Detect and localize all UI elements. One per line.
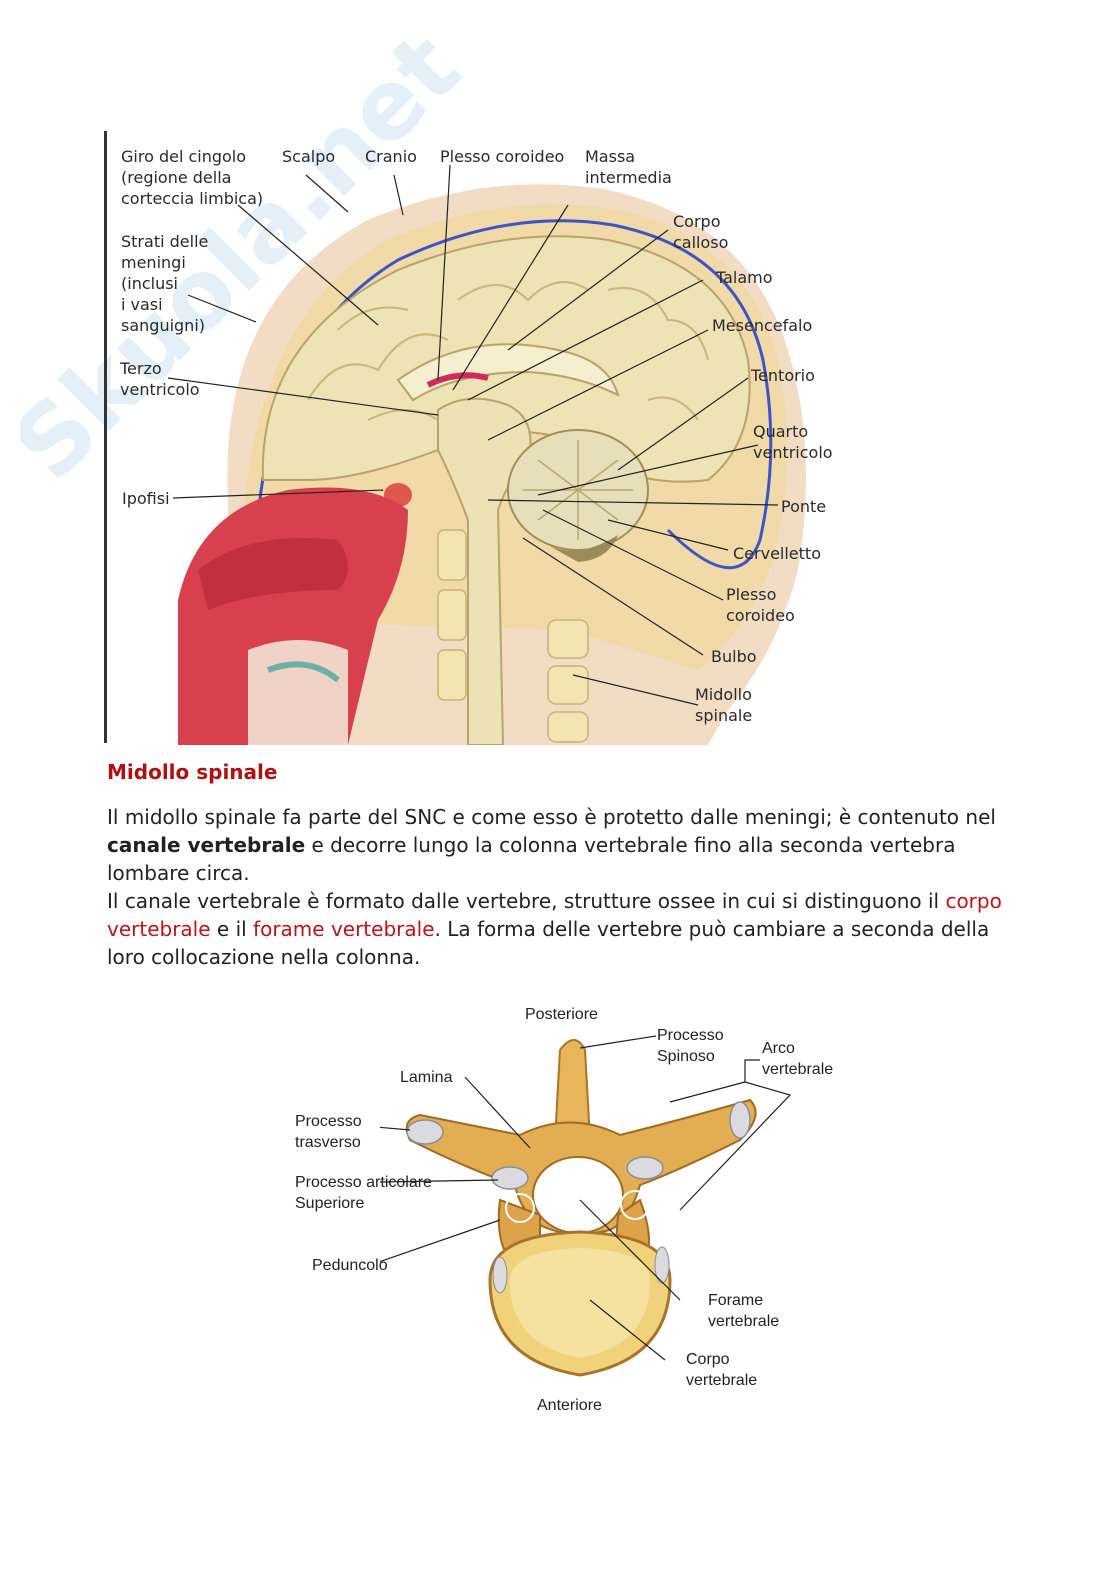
label-arco-line1: Arco (762, 1038, 833, 1059)
label-bulbo: Bulbo (711, 646, 757, 667)
p2-text-mid: e il (211, 917, 254, 941)
label-strati-line1: Strati delle (121, 231, 208, 252)
label-plesso-bottom-line2: coroideo (726, 605, 795, 626)
label-corpo-v-line1: Corpo (686, 1349, 757, 1370)
label-talamo: Talamo (716, 267, 773, 288)
label-trasverso-line2: trasverso (295, 1132, 362, 1153)
label-midollo-line2: spinale (695, 705, 752, 726)
p2-text-a: Il canale vertebrale è formato dalle ver… (107, 889, 945, 913)
p2-term-forame-vertebrale: forame vertebrale (253, 917, 434, 941)
label-trasverso-line1: Processo (295, 1111, 362, 1132)
label-terzo-ventricolo: Terzo ventricolo (120, 358, 200, 400)
label-cranio: Cranio (365, 146, 417, 167)
label-midollo-line1: Midollo (695, 684, 752, 705)
label-corpo-vertebrale: Corpo vertebrale (686, 1349, 757, 1391)
label-anteriore: Anteriore (537, 1395, 602, 1416)
label-arco-vertebrale: Arco vertebrale (762, 1038, 833, 1080)
label-forame-vertebrale: Forame vertebrale (708, 1290, 779, 1332)
p1-text-a: Il midollo spinale fa parte del SNC e co… (107, 805, 996, 829)
label-terzo-line1: Terzo (120, 358, 200, 379)
label-forame-line1: Forame (708, 1290, 779, 1311)
label-massa-line2: intermedia (585, 167, 672, 188)
label-plesso-bottom-line1: Plesso (726, 584, 795, 605)
label-corpo-v-line2: vertebrale (686, 1370, 757, 1391)
label-forame-line2: vertebrale (708, 1311, 779, 1332)
label-lamina: Lamina (400, 1067, 452, 1088)
paragraph-1: Il midollo spinale fa parte del SNC e co… (107, 803, 1007, 887)
label-massa-intermedia: Massa intermedia (585, 146, 672, 188)
label-giro-cingolo: Giro del cingolo (regione della cortecci… (121, 146, 263, 209)
label-giro-cingolo-line2: (regione della (121, 167, 263, 188)
label-corpo-calloso-line1: Corpo (673, 211, 728, 232)
label-strati-line2: meningi (121, 252, 208, 273)
label-strati-line4: i vasi (121, 294, 208, 315)
label-quarto-line1: Quarto (753, 421, 833, 442)
label-massa-line1: Massa (585, 146, 672, 167)
label-giro-cingolo-line3: corteccia limbica) (121, 188, 263, 209)
section-title: Midollo spinale (107, 760, 277, 784)
label-plesso-coroideo-top: Plesso coroideo (440, 146, 564, 167)
label-articolare-line1: Processo articolare (295, 1172, 432, 1193)
label-tentorio: Tentorio (751, 365, 815, 386)
label-mesencefalo: Mesencefalo (712, 315, 812, 336)
label-midollo-spinale: Midollo spinale (695, 684, 752, 726)
p1-bold-term: canale vertebrale (107, 833, 305, 857)
label-processo-spinoso: Processo Spinoso (657, 1025, 724, 1067)
figure-left-rule (104, 131, 107, 743)
label-quarto-ventricolo: Quarto ventricolo (753, 421, 833, 463)
label-quarto-line2: ventricolo (753, 442, 833, 463)
label-articolare-line2: Superiore (295, 1193, 432, 1214)
label-processo-spinoso-line2: Spinoso (657, 1046, 724, 1067)
label-strati-meningi: Strati delle meningi (inclusi i vasi san… (121, 231, 208, 336)
label-cervelletto: Cervelletto (733, 543, 821, 564)
label-corpo-calloso-line2: calloso (673, 232, 728, 253)
label-corpo-calloso: Corpo calloso (673, 211, 728, 253)
label-strati-line5: sanguigni) (121, 315, 208, 336)
label-strati-line3: (inclusi (121, 273, 208, 294)
label-ipofisi: Ipofisi (122, 488, 170, 509)
label-scalpo: Scalpo (282, 146, 335, 167)
label-posteriore: Posteriore (525, 1004, 598, 1025)
label-processo-trasverso: Processo trasverso (295, 1111, 362, 1153)
paragraph-2: Il canale vertebrale è formato dalle ver… (107, 887, 1007, 971)
label-peduncolo: Peduncolo (312, 1255, 388, 1276)
label-plesso-coroideo-bottom: Plesso coroideo (726, 584, 795, 626)
label-terzo-line2: ventricolo (120, 379, 200, 400)
label-ponte: Ponte (781, 496, 826, 517)
label-giro-cingolo-line1: Giro del cingolo (121, 146, 263, 167)
label-processo-articolare: Processo articolare Superiore (295, 1172, 432, 1214)
label-arco-line2: vertebrale (762, 1059, 833, 1080)
label-processo-spinoso-line1: Processo (657, 1025, 724, 1046)
